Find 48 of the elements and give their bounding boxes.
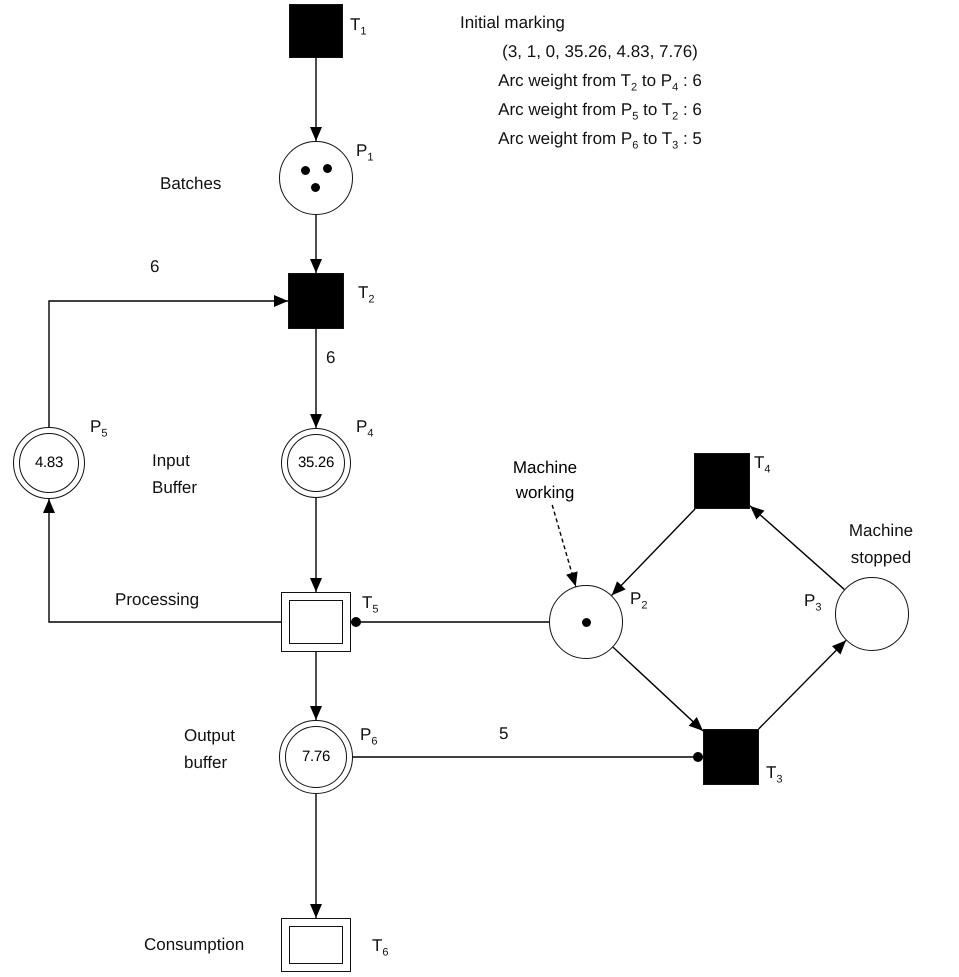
note-text: Arc weight from T$_{2}$ to P$_{4}$ : 6 bbox=[497, 70, 703, 96]
node-id-label: P$_{2}$ bbox=[630, 588, 648, 614]
test-arc bbox=[351, 617, 549, 627]
node-id-label: T$_{4}$ bbox=[754, 452, 772, 478]
node-id-label: T$_{3}$ bbox=[766, 762, 784, 788]
arc-arrow bbox=[310, 58, 322, 141]
arc-arrow bbox=[310, 652, 322, 720]
note-text: Initial marking bbox=[460, 12, 565, 34]
place-value: 4.83 bbox=[34, 453, 64, 473]
node-id-label: P$_{4}$ bbox=[356, 416, 374, 442]
arc-arrow bbox=[611, 508, 696, 596]
transition-box bbox=[703, 729, 759, 785]
node-id-label: P$_{5}$ bbox=[90, 416, 108, 442]
arc-arrow bbox=[758, 640, 847, 730]
arc-arrow bbox=[310, 329, 322, 428]
arc-arrow bbox=[310, 498, 322, 592]
arc-arrow bbox=[310, 794, 322, 918]
arc-arrow bbox=[43, 499, 281, 623]
node-id-label: T$_{5}$ bbox=[362, 592, 380, 618]
node-id-label: T$_{6}$ bbox=[372, 935, 390, 960]
node-id-label: T$_{2}$ bbox=[358, 282, 376, 308]
annotation-text: Machine working bbox=[495, 455, 595, 505]
place-value: 7.76 bbox=[301, 747, 331, 767]
arc-arrow bbox=[310, 215, 322, 273]
note-text: (3, 1, 0, 35.26, 4.83, 7.76) bbox=[501, 41, 699, 63]
note-text: Processing bbox=[115, 589, 200, 611]
node-id-label: P$_{1}$ bbox=[356, 140, 374, 166]
node-id-label: P$_{6}$ bbox=[360, 724, 378, 750]
arc-arrow bbox=[612, 646, 704, 732]
continuous-transition-box bbox=[281, 918, 351, 972]
node-caption: Batches bbox=[160, 173, 222, 195]
place-value: 35.26 bbox=[296, 453, 336, 473]
transition-box bbox=[288, 273, 344, 329]
node-caption: Output buffer bbox=[184, 725, 236, 774]
transition-box bbox=[289, 4, 343, 58]
arc-arrow bbox=[48, 295, 288, 427]
note-text: Arc weight from P$_{5}$ to T$_{2}$ : 6 bbox=[497, 99, 703, 124]
transition-box bbox=[694, 453, 750, 509]
leader-arrow bbox=[552, 504, 578, 587]
node-id-label: P$_{3}$ bbox=[804, 590, 822, 616]
arc-arrow bbox=[750, 505, 845, 590]
node-id-label: T$_{1}$ bbox=[350, 14, 368, 40]
note-text: Arc weight from P$_{6}$ to T$_{3}$ : 5 bbox=[497, 128, 703, 154]
continuous-transition-box bbox=[281, 592, 351, 652]
node-caption: Consumption bbox=[144, 934, 246, 956]
node-caption: Machine stopped bbox=[848, 520, 914, 569]
note-text: Input Buffer bbox=[152, 450, 198, 499]
test-arc bbox=[353, 752, 703, 762]
